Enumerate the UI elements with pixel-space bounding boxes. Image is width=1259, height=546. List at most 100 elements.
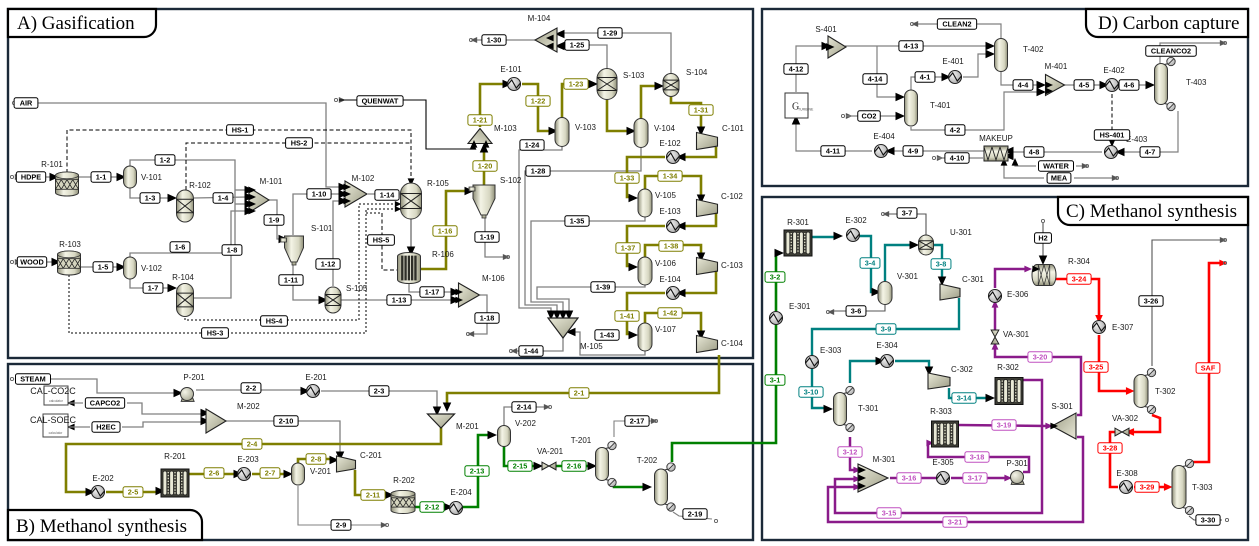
svg-text:3-18: 3-18 xyxy=(970,453,985,462)
svg-text:CAL-CO2C: CAL-CO2C xyxy=(30,386,76,396)
svg-text:T-402: T-402 xyxy=(1023,45,1044,54)
svg-text:1-34: 1-34 xyxy=(663,172,679,181)
svg-text:1-38: 1-38 xyxy=(664,242,679,251)
svg-text:P-201: P-201 xyxy=(183,373,205,382)
svg-text:E-202: E-202 xyxy=(92,474,114,483)
svg-text:4-1: 4-1 xyxy=(920,73,931,82)
svg-text:1-35: 1-35 xyxy=(570,217,585,226)
svg-text:R-202: R-202 xyxy=(393,476,415,485)
svg-text:3-8: 3-8 xyxy=(936,260,947,269)
svg-text:1-42: 1-42 xyxy=(663,309,678,318)
svg-text:4-5: 4-5 xyxy=(1079,81,1090,90)
svg-text:V-106: V-106 xyxy=(655,259,676,268)
svg-text:S-105: S-105 xyxy=(346,284,368,293)
svg-text:C-101: C-101 xyxy=(722,124,744,133)
svg-text:AIR: AIR xyxy=(20,99,33,108)
svg-text:S-102: S-102 xyxy=(500,176,522,185)
svg-text:WOOD: WOOD xyxy=(20,258,44,267)
svg-text:HS-5: HS-5 xyxy=(373,236,390,245)
svg-text:P-301: P-301 xyxy=(1006,459,1028,468)
svg-text:1-7: 1-7 xyxy=(148,284,159,293)
svg-text:V-103: V-103 xyxy=(575,123,596,132)
svg-text:1-20: 1-20 xyxy=(478,162,493,171)
svg-text:E-201: E-201 xyxy=(305,373,327,382)
svg-text:3-14: 3-14 xyxy=(957,394,973,403)
svg-text:E-308: E-308 xyxy=(1116,469,1138,478)
svg-text:2-17: 2-17 xyxy=(630,417,645,426)
svg-text:A) Gasification: A) Gasification xyxy=(17,13,135,34)
svg-text:E-401: E-401 xyxy=(942,57,964,66)
svg-text:V-301: V-301 xyxy=(897,272,918,281)
svg-text:V-105: V-105 xyxy=(655,191,676,200)
svg-text:T-302: T-302 xyxy=(1155,387,1176,396)
svg-text:4-7: 4-7 xyxy=(1145,148,1156,157)
svg-text:3-9: 3-9 xyxy=(881,325,892,334)
svg-text:V-202: V-202 xyxy=(515,419,536,428)
svg-text:E-307: E-307 xyxy=(1112,323,1134,332)
svg-text:3-17: 3-17 xyxy=(968,474,983,483)
svg-text:R-304: R-304 xyxy=(1068,257,1090,266)
svg-text:2-14: 2-14 xyxy=(517,403,533,412)
svg-text:VA-301: VA-301 xyxy=(1003,330,1030,339)
svg-text:3-10: 3-10 xyxy=(804,388,819,397)
svg-text:E-304: E-304 xyxy=(876,341,898,350)
svg-text:E-301: E-301 xyxy=(789,302,811,311)
svg-text:1-4: 1-4 xyxy=(218,194,229,203)
svg-text:E-303: E-303 xyxy=(820,346,842,355)
svg-text:1-39: 1-39 xyxy=(596,283,611,292)
svg-text:3-1: 3-1 xyxy=(770,376,781,385)
svg-text:3-16: 3-16 xyxy=(902,474,917,483)
svg-text:SAF: SAF xyxy=(1201,364,1216,373)
svg-text:E-305: E-305 xyxy=(932,458,954,467)
svg-text:M-201: M-201 xyxy=(456,422,479,431)
svg-text:1-37: 1-37 xyxy=(621,244,636,253)
svg-text:V-104: V-104 xyxy=(654,124,675,133)
svg-text:H2EC: H2EC xyxy=(96,423,116,432)
svg-text:4-14: 4-14 xyxy=(868,75,884,84)
svg-text:HS-1: HS-1 xyxy=(232,126,249,135)
svg-text:1-2: 1-2 xyxy=(160,156,171,165)
svg-text:CO2: CO2 xyxy=(861,112,876,121)
svg-text:2-19: 2-19 xyxy=(688,510,703,519)
svg-text:S-401: S-401 xyxy=(815,25,837,34)
svg-text:3-25: 3-25 xyxy=(1089,363,1104,372)
svg-text:S-301: S-301 xyxy=(1051,402,1073,411)
svg-text:3-19: 3-19 xyxy=(997,421,1012,430)
svg-text:2-9: 2-9 xyxy=(336,521,347,530)
svg-text:C-103: C-103 xyxy=(721,261,743,270)
svg-text:4-13: 4-13 xyxy=(904,42,919,51)
svg-text:M-301: M-301 xyxy=(873,455,896,464)
svg-text:1-43: 1-43 xyxy=(600,331,615,340)
svg-text:T-403: T-403 xyxy=(1186,78,1207,87)
svg-text:E-101: E-101 xyxy=(500,65,522,74)
svg-text:4-12: 4-12 xyxy=(789,65,804,74)
svg-text:M-401: M-401 xyxy=(1045,62,1068,71)
svg-text:1-19: 1-19 xyxy=(480,233,495,242)
svg-text:1-29: 1-29 xyxy=(603,29,618,38)
svg-text:3-26: 3-26 xyxy=(1144,297,1159,306)
svg-text:H2: H2 xyxy=(1038,234,1047,243)
svg-text:2-1: 2-1 xyxy=(574,389,585,398)
svg-text:C-104: C-104 xyxy=(721,339,743,348)
svg-text:V-107: V-107 xyxy=(655,325,676,334)
svg-text:V-201: V-201 xyxy=(310,467,331,476)
svg-text:3-7: 3-7 xyxy=(902,209,913,218)
svg-text:T-303: T-303 xyxy=(1192,483,1213,492)
svg-text:1-41: 1-41 xyxy=(620,312,635,321)
svg-text:E-402: E-402 xyxy=(1103,66,1125,75)
svg-text:1-16: 1-16 xyxy=(438,227,453,236)
svg-text:M-105: M-105 xyxy=(580,342,603,351)
svg-text:2-16: 2-16 xyxy=(567,462,582,471)
svg-text:R-104: R-104 xyxy=(172,273,194,282)
svg-text:3-28: 3-28 xyxy=(1103,444,1118,453)
svg-text:R-105: R-105 xyxy=(427,179,449,188)
svg-text:4-8: 4-8 xyxy=(1029,148,1040,157)
svg-text:E-104: E-104 xyxy=(659,275,681,284)
svg-text:1-11: 1-11 xyxy=(284,276,298,285)
svg-text:V-101: V-101 xyxy=(141,173,162,182)
svg-text:T-201: T-201 xyxy=(571,436,592,445)
svg-text:1-12: 1-12 xyxy=(321,260,336,269)
svg-text:4-4: 4-4 xyxy=(1018,81,1029,90)
svg-text:HS-2: HS-2 xyxy=(291,139,308,148)
svg-text:2-12: 2-12 xyxy=(425,503,440,512)
